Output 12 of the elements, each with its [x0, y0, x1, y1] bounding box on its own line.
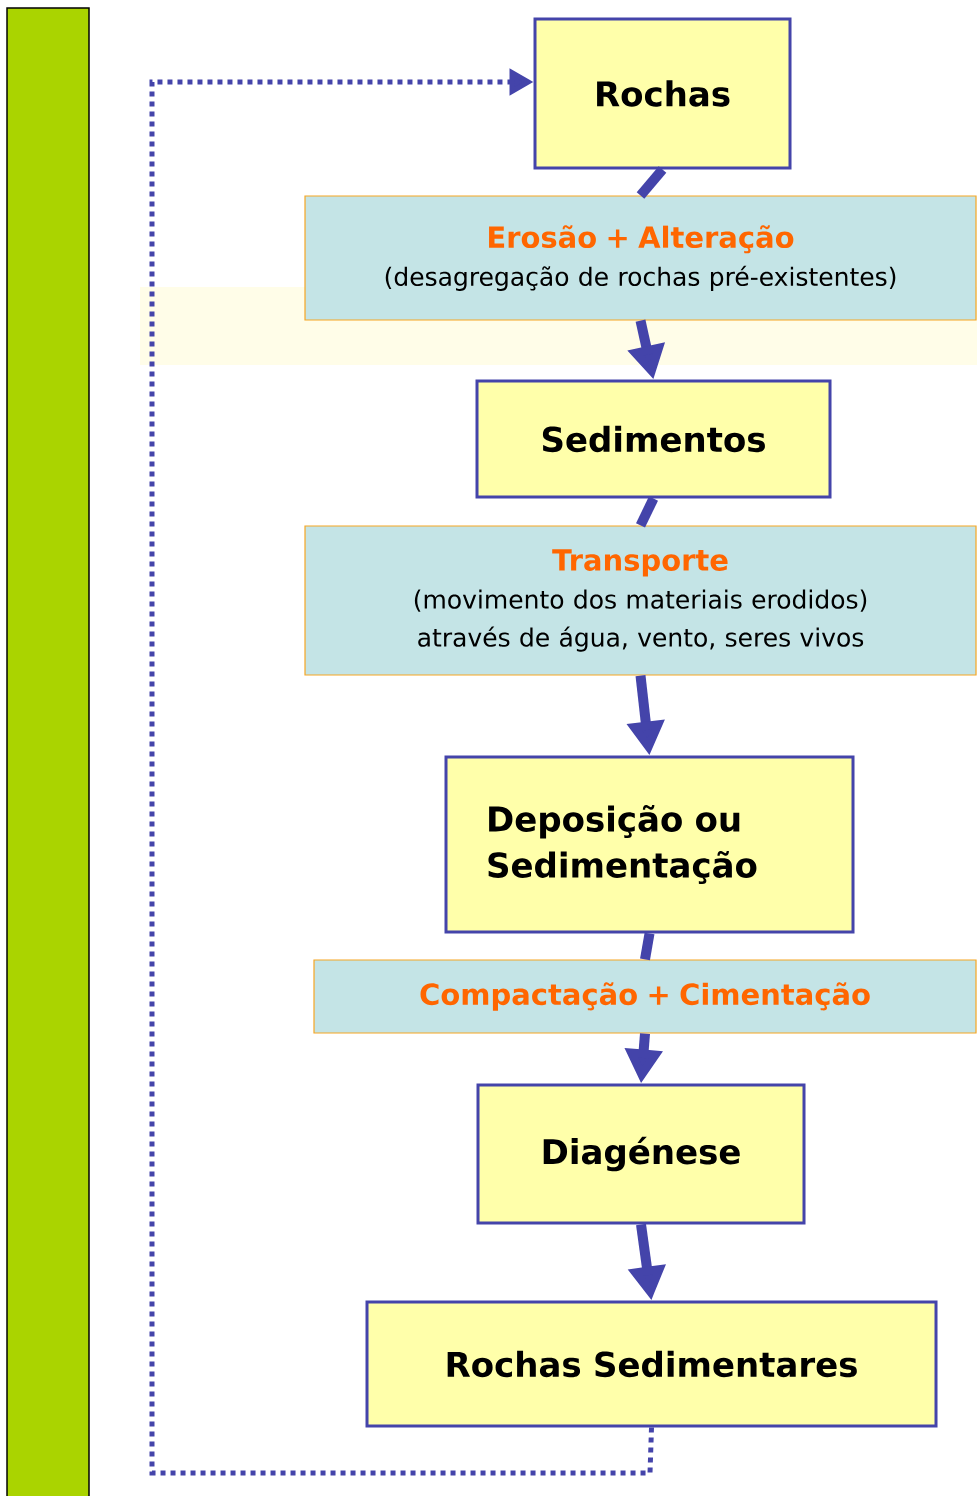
- stage-box: Diagénese: [476, 1083, 806, 1225]
- connector-line: [636, 496, 658, 528]
- stage-box: Rochas Sedimentares: [365, 1300, 938, 1428]
- return-arrow: [149, 68, 654, 1476]
- stage-box: Deposição ou Sedimentação: [444, 755, 855, 934]
- stage-box: Rochas: [533, 17, 792, 170]
- process-band: Erosão + Alteração (desagregação de rochas pré-existentes): [304, 195, 977, 321]
- stage-box: Sedimentos: [475, 379, 832, 499]
- connector-line: [640, 932, 655, 961]
- connector-line: [636, 166, 667, 199]
- process-band: Compactação + Cimentação: [313, 959, 977, 1034]
- process-band: Transporte (movimento dos materiais erodidos) através de água, vento, seres vivos: [304, 525, 977, 676]
